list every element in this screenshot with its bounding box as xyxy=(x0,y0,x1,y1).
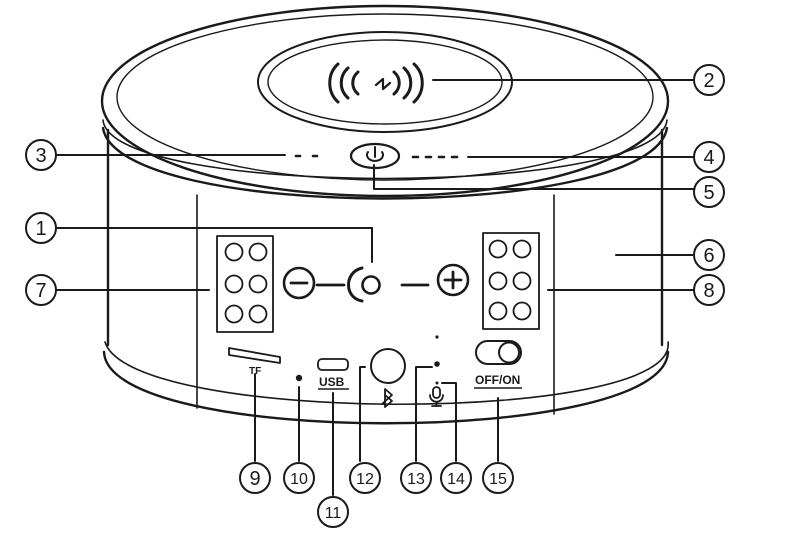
callout-9: 9 xyxy=(239,462,271,494)
callout-3: 3 xyxy=(25,139,57,171)
power-icon xyxy=(366,146,384,162)
callout-14: 14 xyxy=(440,462,472,494)
leader-lines xyxy=(56,79,695,496)
power-button[interactable] xyxy=(349,142,401,170)
svg-text:8: 8 xyxy=(703,280,714,302)
play-pause-icon xyxy=(347,266,364,303)
svg-text:14: 14 xyxy=(447,471,465,488)
right-speaker-grille xyxy=(482,232,540,330)
callout-8: 8 xyxy=(693,274,725,306)
callout-6: 6 xyxy=(693,239,725,271)
tf-card-slot xyxy=(228,347,281,364)
microphone-icon xyxy=(429,386,444,407)
callout-15: 15 xyxy=(482,462,514,494)
callout-5: 5 xyxy=(693,176,725,208)
svg-text:11: 11 xyxy=(325,505,342,522)
off-on-switch[interactable] xyxy=(475,340,522,365)
callout-10: 10 xyxy=(283,462,315,494)
svg-text:10: 10 xyxy=(290,471,308,488)
callout-2: 2 xyxy=(693,64,725,96)
top-lid xyxy=(100,4,670,200)
tf-label: TF xyxy=(249,366,261,377)
svg-text:2: 2 xyxy=(703,70,714,92)
svg-text:6: 6 xyxy=(703,245,714,267)
plus-icon xyxy=(436,263,470,297)
bluetooth-button[interactable] xyxy=(370,348,406,408)
svg-text:1: 1 xyxy=(35,218,46,240)
callout-markers: 1 2 3 4 5 6 7 8 9 10 11 12 13 14 15 xyxy=(25,64,725,528)
reset-hole xyxy=(295,374,303,382)
microphone xyxy=(429,381,444,407)
callout-4: 4 xyxy=(693,141,725,173)
volume-down-button[interactable] xyxy=(282,266,316,300)
volume-up-button[interactable] xyxy=(436,263,470,297)
svg-text:5: 5 xyxy=(703,182,714,204)
wireless-charging-icon xyxy=(328,62,424,104)
callout-11: 11 xyxy=(317,496,349,528)
speaker-body xyxy=(102,128,670,425)
usb-port xyxy=(317,358,349,371)
svg-text:12: 12 xyxy=(356,471,374,488)
minus-icon xyxy=(282,266,316,300)
switch-label: OFF/ON xyxy=(475,373,520,387)
svg-text:3: 3 xyxy=(35,145,46,167)
callout-13: 13 xyxy=(400,462,432,494)
play-pause-button[interactable] xyxy=(347,266,381,303)
wireless-charging-pad xyxy=(257,31,513,133)
left-speaker-grille xyxy=(216,235,274,333)
led-indicator xyxy=(434,335,440,367)
usb-label: USB xyxy=(319,375,345,389)
bluetooth-icon xyxy=(381,388,393,408)
callout-12: 12 xyxy=(349,462,381,494)
callout-7: 7 xyxy=(25,274,57,306)
svg-text:15: 15 xyxy=(489,471,507,488)
svg-text:7: 7 xyxy=(35,280,46,302)
svg-text:4: 4 xyxy=(703,147,714,169)
svg-text:9: 9 xyxy=(249,468,260,490)
svg-text:13: 13 xyxy=(407,471,425,488)
callout-1: 1 xyxy=(25,212,57,244)
